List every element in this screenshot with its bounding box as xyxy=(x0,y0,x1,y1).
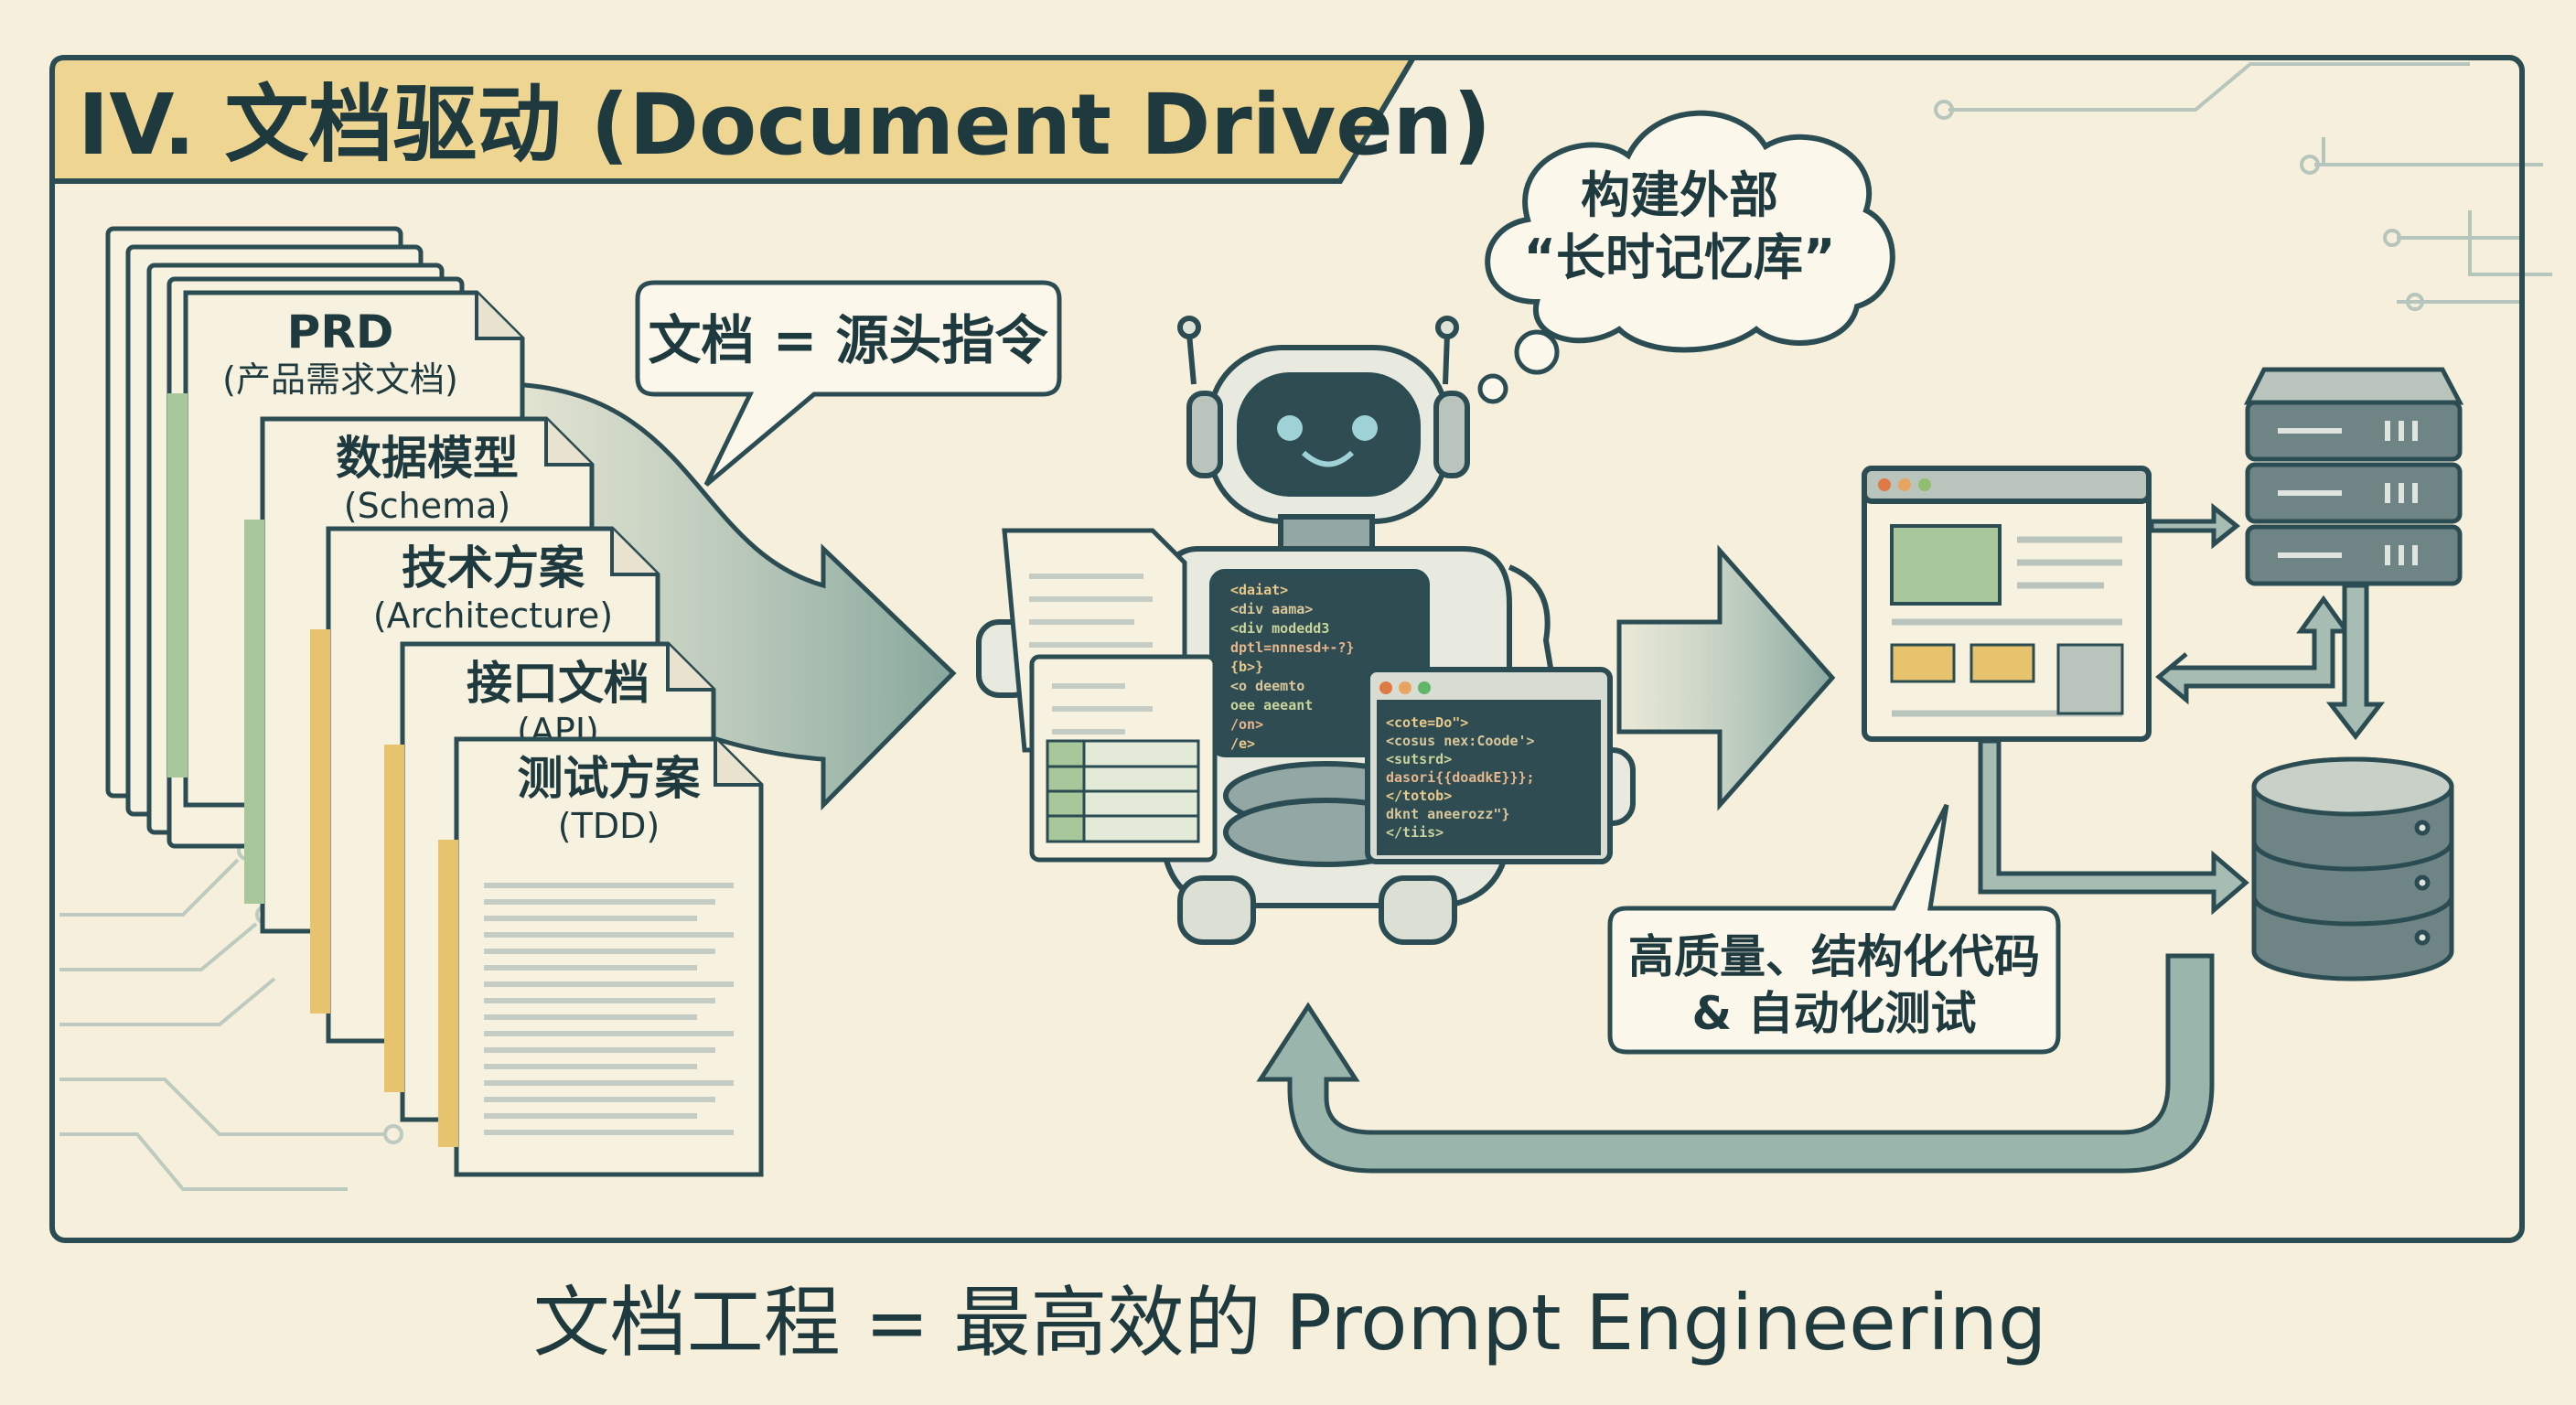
code-line: <sutsrd> xyxy=(1386,751,1452,767)
document-tab xyxy=(310,629,330,1014)
code-line: <cosus nex:Coode'> xyxy=(1386,733,1535,749)
document-card: 测试方案(TDD) xyxy=(438,736,764,1177)
document-subtitle: (产品需求文档) xyxy=(222,359,458,400)
cloud-line-2: “长时记忆库” xyxy=(1524,229,1836,286)
code-line: <div aama> xyxy=(1230,601,1313,617)
code-line: </totob> xyxy=(1386,788,1452,804)
source-instruction-bubble: 文档 = 源头指令 xyxy=(635,280,1062,487)
code-tablet xyxy=(1365,667,1613,864)
code-line: <daiat> xyxy=(1230,582,1288,598)
held-table-document xyxy=(1029,654,1218,863)
output-bubble-line-1: 高质量、结构化代码 xyxy=(1628,930,2040,983)
code-line: dasori{{doadkE}}}; xyxy=(1386,769,1535,786)
code-line: dknt aneerozz"} xyxy=(1386,806,1509,822)
document-tab xyxy=(167,393,188,778)
chest-code-screen: <daiat> <div aama> <div modedd3 dptl=nnn… xyxy=(1230,582,1354,752)
document-subtitle: (TDD) xyxy=(558,806,660,846)
output-bubble-line-2: & 自动化测试 xyxy=(1691,987,1976,1040)
feedback-loop-arrow xyxy=(1256,953,2215,1174)
code-line: <cote=Do"> xyxy=(1386,714,1468,731)
code-line: </tiis> xyxy=(1386,824,1444,841)
tablet-code-lines: <cote=Do"> <cosus nex:Coode'> <sutsrd> d… xyxy=(1386,714,1535,841)
page-fold xyxy=(544,419,592,467)
document-name: PRD xyxy=(287,306,394,359)
database xyxy=(2251,756,2454,981)
code-line: {b>} xyxy=(1230,659,1263,675)
code-line: <div modedd3 xyxy=(1230,620,1329,637)
title-tab xyxy=(49,55,1419,184)
page-fold xyxy=(666,644,714,692)
page-fold xyxy=(714,739,761,787)
code-line: oee aeeant xyxy=(1230,697,1313,713)
code-line: <o deemto xyxy=(1230,678,1304,694)
bottom-caption: 文档工程 = 最高效的 Prompt Engineering xyxy=(533,1278,2047,1367)
document-name: 技术方案 xyxy=(402,542,585,595)
circuit-decoration-bottom-left xyxy=(59,841,403,1191)
output-arrow xyxy=(1616,544,1836,811)
connector-arrows xyxy=(1978,502,2386,916)
app-window xyxy=(1862,466,2152,742)
document-tab xyxy=(244,520,264,904)
circuit-decoration-top-right xyxy=(1934,62,2552,311)
held-document xyxy=(1002,528,1218,863)
page-fold xyxy=(610,529,658,576)
document-name: 数据模型 xyxy=(336,432,519,485)
page-title: IV. 文档驱动 (Document Driven) xyxy=(78,76,1491,174)
document-subtitle: (Schema) xyxy=(344,486,510,526)
document-tab xyxy=(384,745,404,1092)
code-line: /on> xyxy=(1230,716,1263,733)
document-name: 接口文档 xyxy=(467,657,649,710)
code-line: /e> xyxy=(1230,735,1255,752)
cloud-line-1: 构建外部 xyxy=(1581,166,1778,224)
document-subtitle: (Architecture) xyxy=(373,595,613,636)
document-tab xyxy=(438,840,458,1147)
source-bubble-text: 文档 = 源头指令 xyxy=(649,309,1049,371)
document-name: 测试方案 xyxy=(518,752,702,805)
memory-thought-cloud: 构建外部 “长时记忆库” xyxy=(1477,110,1895,404)
page-fold xyxy=(475,293,522,340)
server-rack xyxy=(2243,367,2464,586)
output-quality-bubble: 高质量、结构化代码 & 自动化测试 xyxy=(1607,803,2061,1055)
code-line: dptl=nnnesd+-?} xyxy=(1230,639,1354,656)
